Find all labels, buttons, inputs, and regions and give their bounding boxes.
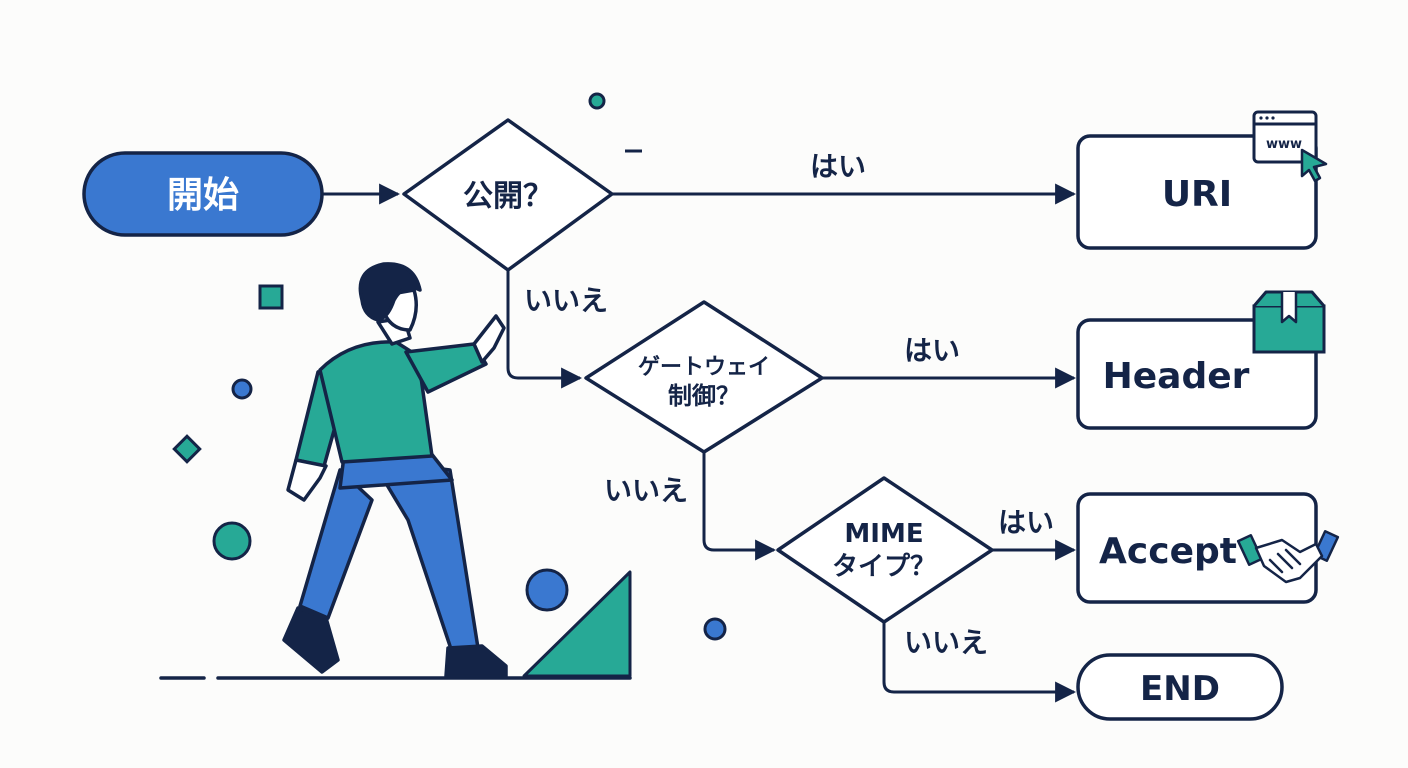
- circle-shape: [212, 521, 252, 561]
- start-node: 開始: [82, 151, 324, 237]
- handshake-icon: [1236, 530, 1340, 584]
- package-box-icon: [1252, 290, 1326, 354]
- decision-gateway-label-line2: 制御？: [668, 382, 740, 410]
- decision-mime-label-line1: MIME: [844, 519, 923, 549]
- edge-label-no: いいえ: [524, 284, 608, 317]
- end-node: END: [1076, 653, 1284, 721]
- end-label: END: [1140, 669, 1220, 709]
- triangle-shape: [522, 570, 632, 678]
- start-label: 開始: [167, 175, 239, 216]
- result-uri-label: URI: [1162, 174, 1232, 215]
- edge-label-no: いいえ: [904, 626, 988, 659]
- arrow-public-no: [506, 270, 583, 389]
- edge-label-no: いいえ: [604, 474, 688, 507]
- dot-shape: [703, 617, 727, 641]
- browser-window-icon: www: [1252, 110, 1328, 183]
- decision-gateway: ゲートウェイ 制御？: [584, 300, 824, 454]
- dot-shape: [588, 92, 606, 110]
- result-header: Header: [1076, 290, 1326, 430]
- decision-mime-label-line2: タイプ？: [832, 552, 936, 582]
- diamond-shape: [172, 434, 202, 464]
- decision-public-label: 公開？: [463, 179, 553, 214]
- result-accept: Accept: [1076, 492, 1340, 604]
- edge-label-yes: はい: [810, 150, 866, 183]
- square-shape: [258, 284, 284, 310]
- decision-gateway-label-line1: ゲートウェイ: [638, 355, 770, 380]
- arrow-gateway-no: [702, 452, 777, 561]
- result-header-label: Header: [1103, 356, 1250, 397]
- edge-label-yes: はい: [998, 506, 1054, 539]
- result-uri: URI www: [1076, 110, 1328, 250]
- person-pointing-illustration: [282, 262, 508, 678]
- dot-shape: [231, 378, 253, 400]
- arrow-mime-no: [882, 622, 1077, 703]
- decision-public: 公開？: [402, 118, 614, 272]
- decorative-shapes: [159, 92, 727, 680]
- decision-mime: MIME タイプ？: [776, 476, 994, 624]
- browser-icon-text: www: [1266, 137, 1302, 152]
- circle-shape: [525, 568, 569, 612]
- edge-label-yes: はい: [904, 334, 960, 367]
- edge-labels: はい いいえ はい いいえ はい いいえ: [524, 150, 1054, 659]
- connectors: [322, 183, 1077, 703]
- result-accept-label: Accept: [1099, 531, 1237, 572]
